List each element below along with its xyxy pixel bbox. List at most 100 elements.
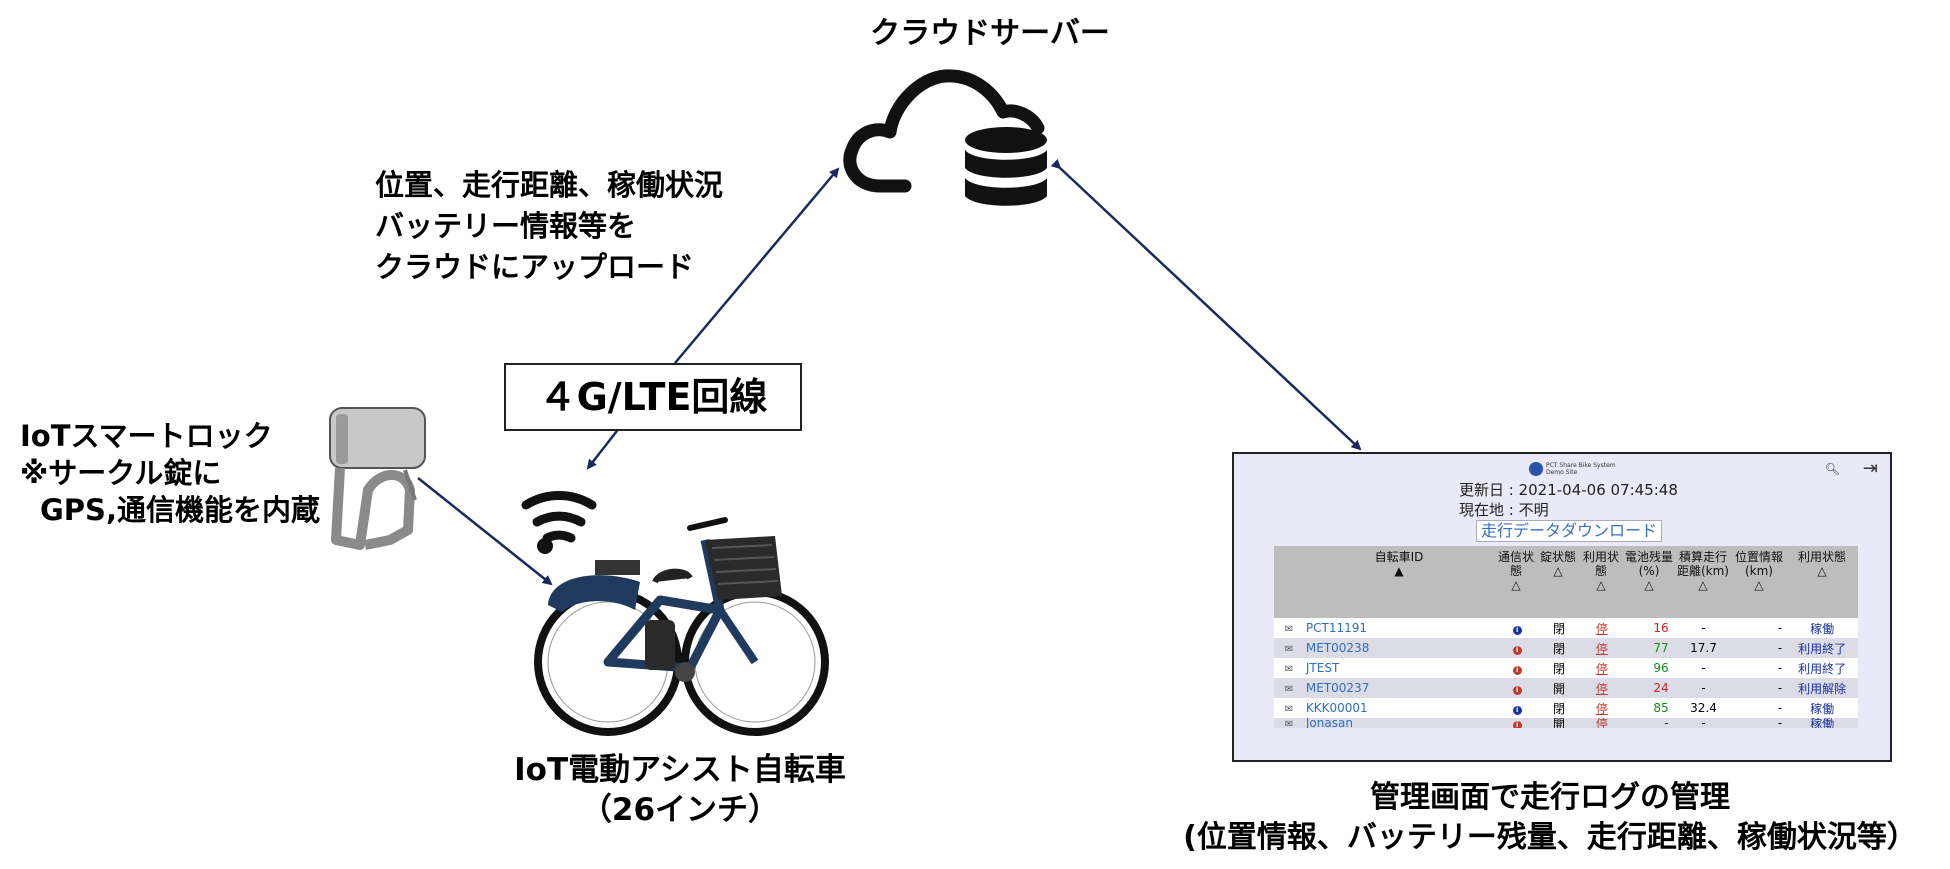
lock-state: 閉	[1553, 661, 1566, 676]
header-distance[interactable]: 積算走行距離(km)△	[1676, 550, 1729, 592]
battery-value: 16	[1653, 621, 1669, 635]
wifi-icon	[521, 491, 597, 543]
use-state-link[interactable]: 停	[1595, 621, 1608, 636]
upload-description: 位置、走行距離、稼働状況 バッテリー情報等を クラウドにアップロード	[375, 165, 723, 288]
distance-value: 32.4	[1690, 701, 1717, 715]
bike-line-2: （26インチ）	[580, 792, 780, 828]
battery-value: 24	[1653, 681, 1669, 695]
logo-icon	[1529, 462, 1543, 476]
comm-status-icon: i	[1512, 721, 1522, 728]
lock-state: 開	[1553, 681, 1566, 696]
use-state-link[interactable]: 停	[1595, 681, 1608, 696]
comm-status-icon: i	[1512, 686, 1522, 695]
comm-status-icon: i	[1512, 706, 1522, 715]
logo-line-1: PCT Share Bike System	[1546, 462, 1616, 469]
battery-value: 96	[1653, 661, 1669, 675]
distance-value: -	[1701, 621, 1706, 635]
management-screen: PCT Share Bike System Demo Site 🔍︎ ⇥ 更新日…	[1232, 452, 1892, 762]
bike-id-link[interactable]: PCT11191	[1305, 621, 1368, 635]
status-value[interactable]: 稼働	[1810, 621, 1835, 636]
download-button[interactable]: 走行データダウンロード	[1476, 520, 1663, 542]
cloud-server-title: クラウドサーバー	[870, 16, 1110, 51]
position-value: -	[1777, 621, 1783, 635]
lock-state: 閉	[1553, 621, 1566, 636]
upload-line-2: バッテリー情報等を	[375, 209, 637, 243]
header-status[interactable]: 利用状態△	[1797, 550, 1846, 578]
distance-value: 17.7	[1690, 641, 1717, 655]
distance-value: -	[1701, 681, 1706, 695]
position-value: -	[1777, 701, 1783, 715]
mail-icon[interactable]: ✉	[1284, 684, 1294, 695]
use-state-link[interactable]: 停	[1595, 701, 1608, 716]
position-value: -	[1777, 681, 1783, 695]
table-row[interactable]: ✉ PCT11191 i 閉 停 16 - - 稼働	[1274, 618, 1858, 638]
status-value[interactable]: 利用終了	[1798, 661, 1847, 676]
comm-status-icon: i	[1512, 666, 1522, 675]
lock-state: 閉	[1553, 641, 1566, 656]
distance-value: -	[1701, 661, 1706, 675]
wifi-dot	[537, 538, 553, 554]
upload-line-1: 位置、走行距離、稼働状況	[375, 168, 724, 202]
header-bike-id[interactable]: 自転車ID▲	[1374, 550, 1424, 578]
lock-line-2: ※サークル錠に	[20, 456, 222, 490]
use-state-link[interactable]: 停	[1595, 661, 1608, 676]
comm-status-icon: i	[1512, 626, 1522, 635]
logo-line-2: Demo Site	[1546, 469, 1578, 476]
status-value[interactable]: 稼働	[1810, 718, 1835, 728]
mail-icon[interactable]: ✉	[1284, 664, 1294, 675]
status-value[interactable]: 稼働	[1810, 701, 1835, 716]
table-row[interactable]: ✉ MET00238 i 閉 停 77 17.7 - 利用終了	[1274, 638, 1858, 658]
bike-id-link[interactable]: MET00238	[1305, 641, 1370, 655]
key-icon[interactable]: 🔍︎	[1824, 462, 1840, 476]
system-logo: PCT Share Bike System Demo Site	[1529, 462, 1616, 476]
distance-value: -	[1701, 718, 1706, 728]
header-lock[interactable]: 錠状態△	[1539, 550, 1576, 578]
battery-value: 85	[1653, 701, 1669, 715]
mgmt-line-2: (位置情報、バッテリー残量、走行距離、稼働状況等）	[1183, 820, 1917, 855]
bike-id-link[interactable]: JTEST	[1305, 661, 1340, 675]
table-row[interactable]: ✉ MET00237 i 開 停 24 - - 利用解除	[1274, 678, 1858, 698]
lock-state: 閉	[1553, 701, 1566, 716]
lock-line-1: IoTスマートロック	[20, 419, 273, 453]
header-battery[interactable]: 電池残量(%)△	[1624, 550, 1673, 592]
mail-icon[interactable]: ✉	[1284, 704, 1294, 715]
position-value: -	[1777, 661, 1783, 675]
battery-value: 77	[1653, 641, 1669, 655]
bike-id-link[interactable]: MET00237	[1305, 681, 1370, 695]
arrow-cloud-screen	[1050, 158, 1362, 451]
mail-icon[interactable]: ✉	[1284, 624, 1294, 635]
arrow-lock-to-bike	[417, 477, 553, 586]
table-row[interactable]: ✉ KKK00001 i 閉 停 85 32.4 - 稼働	[1274, 698, 1858, 718]
header-comm[interactable]: 通信状態△	[1497, 550, 1534, 592]
upload-line-3: クラウドにアップロード	[375, 250, 695, 284]
bike-id-link[interactable]: KKK00001	[1305, 701, 1368, 715]
table-header: 自転車ID▲ 通信状態△ 錠状態△ 利用状態△ 電池残量(%)△ 積算走行距離(…	[1274, 546, 1858, 618]
use-state-link[interactable]: 停	[1595, 718, 1608, 728]
updated-date: 更新日 : 2021-04-06 07:45:48	[1459, 481, 1678, 499]
header-use[interactable]: 利用状態△	[1582, 550, 1619, 592]
e-bike-image	[534, 517, 829, 736]
bike-id-link[interactable]: Jonasan	[1305, 718, 1353, 728]
use-state-link[interactable]: 停	[1595, 641, 1608, 656]
bike-line-1: IoT電動アシスト自転車	[514, 752, 846, 788]
battery-value: -	[1664, 718, 1669, 728]
arrow-network-to-bike	[586, 426, 621, 470]
logout-icon[interactable]: ⇥	[1862, 458, 1878, 479]
table-row[interactable]: ✉ JTEST i 閉 停 96 - - 利用終了	[1274, 658, 1858, 678]
status-value[interactable]: 利用解除	[1798, 681, 1847, 696]
header-position[interactable]: 位置情報(km)△	[1734, 550, 1783, 592]
mail-icon[interactable]: ✉	[1284, 644, 1294, 655]
mail-icon[interactable]: ✉	[1284, 719, 1294, 728]
cloud-server-icon	[843, 69, 1047, 206]
smart-lock-image	[329, 407, 426, 550]
current-location: 現在地 : 不明	[1459, 501, 1549, 519]
arrow-bike-to-cloud	[674, 167, 840, 364]
status-value[interactable]: 利用終了	[1798, 641, 1847, 656]
comm-status-icon: i	[1512, 646, 1522, 655]
bike-table: 自転車ID▲ 通信状態△ 錠状態△ 利用状態△ 電池残量(%)△ 積算走行距離(…	[1274, 546, 1858, 728]
bike-caption: IoT電動アシスト自転車 （26インチ）	[470, 750, 890, 830]
position-value: -	[1777, 641, 1783, 655]
